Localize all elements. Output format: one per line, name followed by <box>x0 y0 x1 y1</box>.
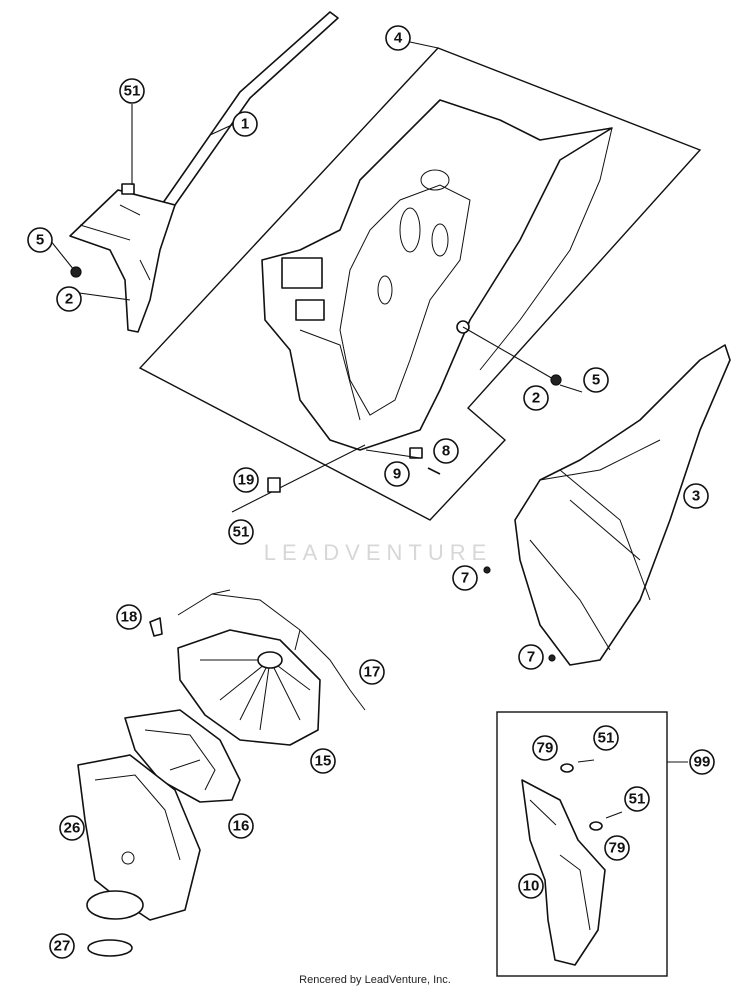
callout-2-right: 2 <box>523 385 549 411</box>
callout-label: 10 <box>523 878 540 895</box>
callout-7-lower: 7 <box>518 644 544 670</box>
callout-label: 79 <box>609 840 626 857</box>
callout-51-mid: 51 <box>228 519 254 545</box>
part-3-side-cover <box>514 344 731 666</box>
part-18-pin <box>149 617 163 637</box>
callout-18: 18 <box>116 604 142 630</box>
callout-79-upper: 79 <box>532 735 558 761</box>
callout-label: 18 <box>121 609 138 626</box>
part-16-filter-frame <box>124 709 241 803</box>
callout-15: 15 <box>310 748 336 774</box>
callout-label: 27 <box>54 938 71 955</box>
part-79-washer-a <box>560 763 574 773</box>
callout-label: 7 <box>527 649 535 666</box>
callout-label: 2 <box>65 291 73 308</box>
part-19-clip <box>267 477 281 493</box>
callout-label: 5 <box>592 372 600 389</box>
callout-4: 4 <box>385 25 411 51</box>
callout-label: 2 <box>532 390 540 407</box>
callout-26: 26 <box>59 815 85 841</box>
callout-2-left: 2 <box>56 286 82 312</box>
watermark: LEADVENTURE <box>263 540 493 565</box>
callout-label: 9 <box>393 466 401 483</box>
callout-5-left: 5 <box>27 227 53 253</box>
callout-51-top: 51 <box>119 78 145 104</box>
callout-label: 4 <box>394 30 403 47</box>
callout-label: 51 <box>233 524 250 541</box>
callout-5-right: 5 <box>583 367 609 393</box>
callout-16: 16 <box>228 813 254 839</box>
callout-99: 99 <box>689 749 715 775</box>
kit-99-box <box>496 711 668 977</box>
part-79-washer-b <box>589 821 603 831</box>
callout-label: 51 <box>124 83 141 100</box>
callout-label: 15 <box>315 753 332 770</box>
footer-credit: Rencered by LeadVenture, Inc. <box>299 974 451 986</box>
part-26-intake-boot <box>77 754 201 921</box>
part-1-strip <box>69 11 339 333</box>
callout-label: 99 <box>694 754 711 771</box>
part-4-airbox <box>261 99 613 451</box>
callout-label: 7 <box>461 570 469 587</box>
part-8-screw <box>427 467 441 475</box>
part-15-air-filter <box>177 629 321 746</box>
callout-27: 27 <box>49 933 75 959</box>
callout-19: 19 <box>233 467 259 493</box>
part-9-clip <box>409 447 423 459</box>
part-2-grommet-left <box>70 266 82 278</box>
part-10-air-duct <box>521 779 606 966</box>
part-17-filter-cage <box>177 589 366 711</box>
callout-label: 79 <box>537 740 554 757</box>
callout-label: 8 <box>442 443 450 460</box>
callout-7-upper: 7 <box>452 565 478 591</box>
part-7-fastener-a <box>483 566 491 574</box>
callout-17: 17 <box>359 659 385 685</box>
callout-1: 1 <box>232 111 258 137</box>
callout-label: 19 <box>238 472 255 489</box>
callout-79-lower: 79 <box>604 835 630 861</box>
callout-label: 16 <box>233 818 250 835</box>
callout-label: 3 <box>692 488 700 505</box>
part-27-hose-clamp <box>87 939 133 957</box>
callout-label: 26 <box>64 820 81 837</box>
callout-label: 17 <box>364 664 381 681</box>
callout-10: 10 <box>518 873 544 899</box>
part-2-grommet-right <box>550 374 562 386</box>
callout-label: 51 <box>598 730 615 747</box>
group-outline-4 <box>138 47 702 521</box>
callout-51-kit-upper: 51 <box>593 725 619 751</box>
callout-8: 8 <box>433 438 459 464</box>
callout-label: 51 <box>629 791 646 808</box>
callout-label: 1 <box>241 116 249 133</box>
callout-3: 3 <box>683 483 709 509</box>
callout-label: 5 <box>36 232 44 249</box>
part-7-fastener-b <box>548 654 556 662</box>
callout-9: 9 <box>384 461 410 487</box>
callout-51-kit-lower: 51 <box>624 786 650 812</box>
